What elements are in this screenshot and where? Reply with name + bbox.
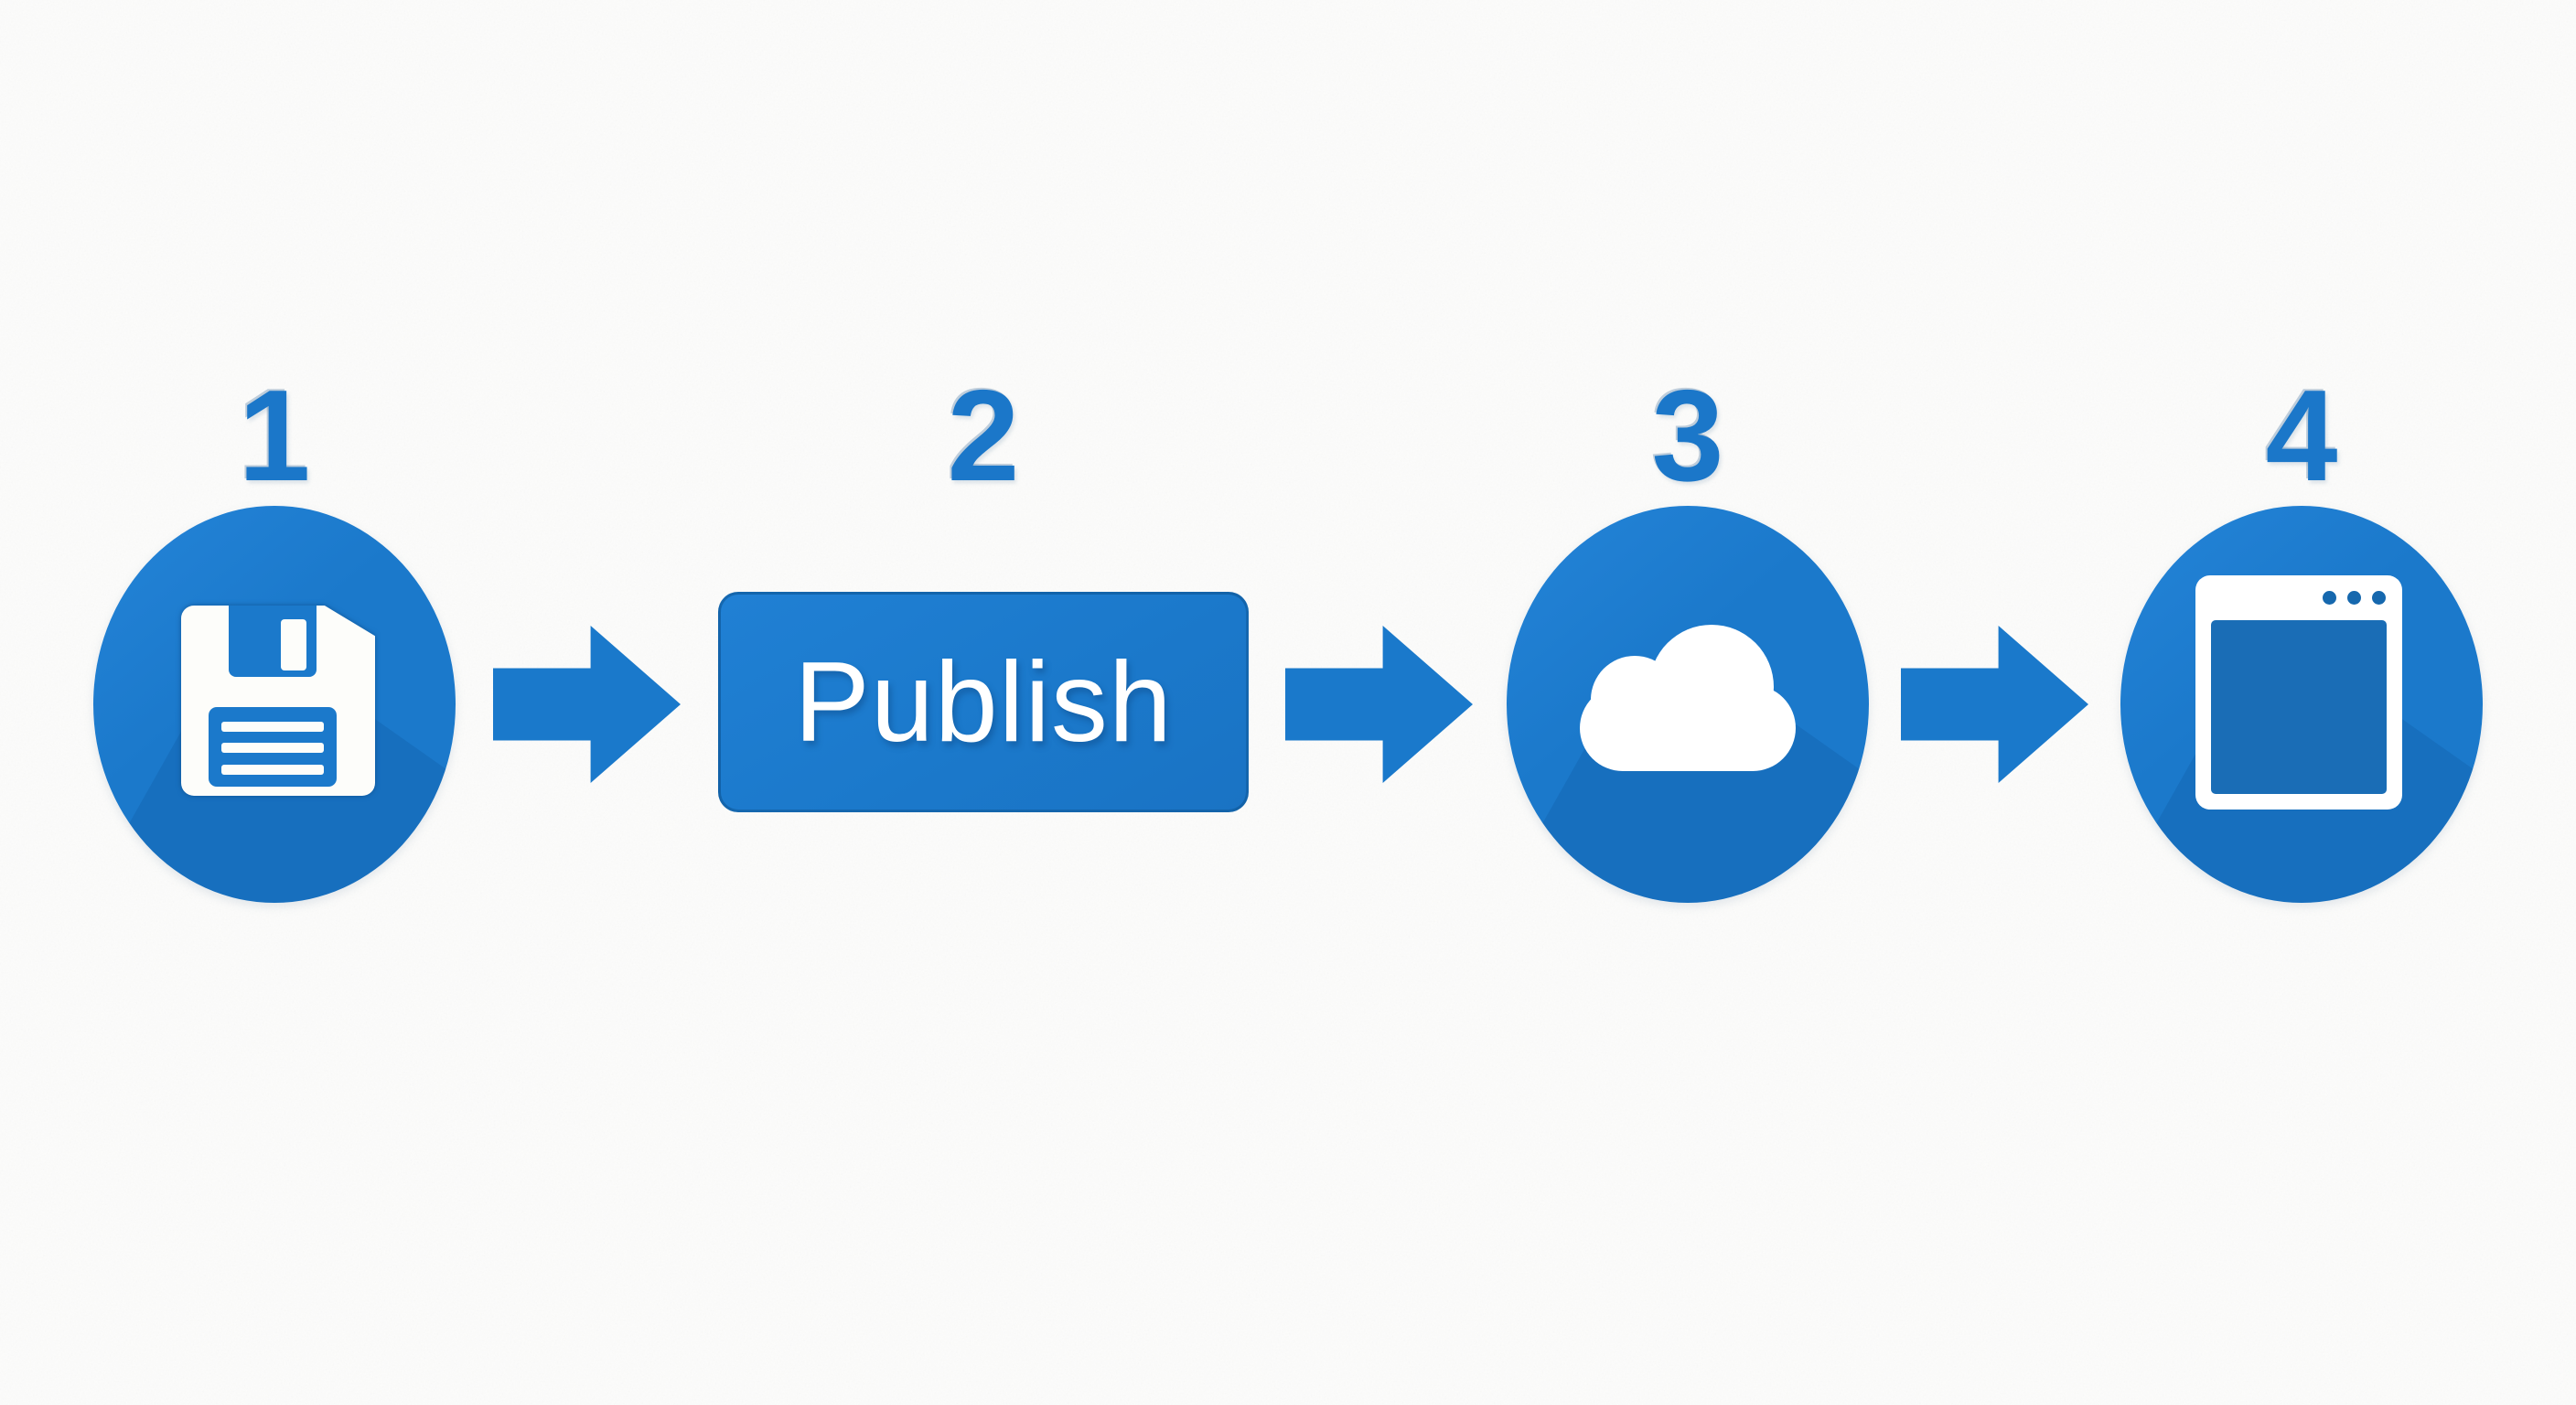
- window-dot: [2323, 591, 2336, 605]
- step-3-number: 3: [1651, 363, 1724, 509]
- flow-arrow-2: [1285, 626, 1473, 783]
- step-2-number: 2: [947, 363, 1020, 509]
- floppy-label: [209, 707, 337, 787]
- floppy-shutter: [229, 606, 317, 677]
- cloud-base: [1580, 685, 1796, 771]
- window-content: [2211, 620, 2387, 794]
- publish-button[interactable]: Publish: [718, 592, 1249, 812]
- publish-button-label: Publish: [794, 638, 1173, 766]
- website-step-badge: [2120, 506, 2483, 903]
- cloud-icon: [1580, 625, 1796, 771]
- floppy-label-line: [221, 765, 324, 775]
- floppy-shutter-slot: [281, 619, 306, 670]
- floppy-label-line: [221, 743, 324, 753]
- cloud-step-badge: [1507, 506, 1869, 903]
- step-4-number: 4: [2265, 363, 2338, 509]
- flow-arrow-1: [493, 626, 681, 783]
- window-dot: [2347, 591, 2361, 605]
- floppy-label-line: [221, 722, 324, 732]
- step-1-number: 1: [238, 363, 311, 509]
- save-step-badge: [93, 506, 456, 903]
- browser-window-icon: [2195, 575, 2402, 810]
- window-dot: [2372, 591, 2386, 605]
- flow-arrow-3: [1901, 626, 2088, 783]
- save-icon: [181, 606, 375, 796]
